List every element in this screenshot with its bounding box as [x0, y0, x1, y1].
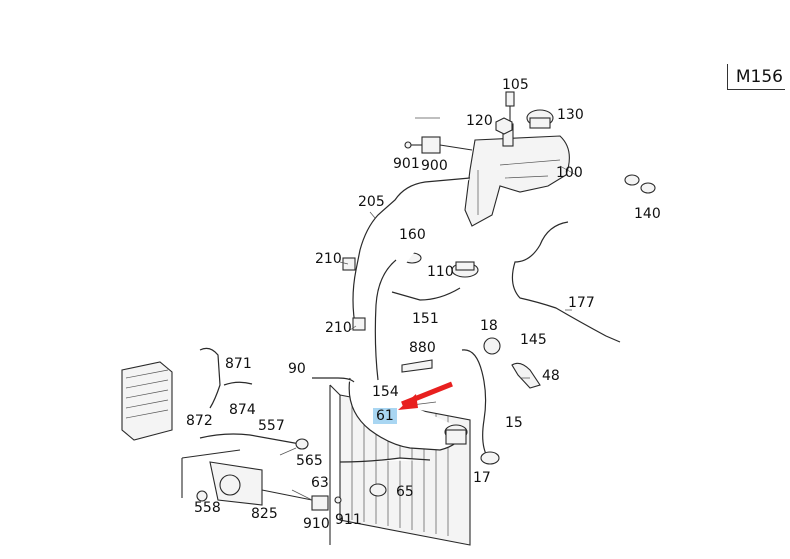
- part-label-65[interactable]: 65: [396, 484, 414, 500]
- part-label-874[interactable]: 874: [229, 402, 256, 418]
- oil-cooler[interactable]: [121, 361, 173, 441]
- tank-mount-110[interactable]: [451, 261, 479, 278]
- part-label-120[interactable]: 120: [466, 113, 493, 129]
- part-label-100[interactable]: 100: [556, 165, 583, 181]
- part-label-63[interactable]: 63: [311, 475, 329, 491]
- part-label-151[interactable]: 151: [412, 311, 439, 327]
- part-label-145[interactable]: 145: [520, 332, 547, 348]
- pump-825[interactable]: [181, 449, 263, 506]
- part-label-48[interactable]: 48: [542, 368, 560, 384]
- hose-151[interactable]: [374, 259, 461, 381]
- part-label-61-highlighted[interactable]: 61: [373, 408, 397, 424]
- part-label-910[interactable]: 910: [303, 516, 330, 532]
- part-label-911[interactable]: 911: [335, 512, 362, 528]
- grommet-558[interactable]: [196, 490, 208, 502]
- bracket-145[interactable]: [511, 362, 541, 389]
- part-label-901[interactable]: 901: [393, 156, 420, 172]
- clip-210-upper[interactable]: [342, 257, 356, 271]
- part-label-205[interactable]: 205: [358, 194, 385, 210]
- part-label-110[interactable]: 110: [427, 264, 454, 280]
- part-label-825[interactable]: 825: [251, 506, 278, 522]
- part-label-900[interactable]: 900: [421, 158, 448, 174]
- clip-880[interactable]: [401, 359, 433, 373]
- thermostat-154[interactable]: [444, 424, 468, 445]
- part-label-871[interactable]: 871: [225, 356, 252, 372]
- pipe-871[interactable]: [199, 347, 221, 409]
- pipe-557[interactable]: [199, 433, 301, 445]
- part-label-140[interactable]: 140: [634, 206, 661, 222]
- tank-cap[interactable]: [526, 109, 554, 129]
- clamp-17[interactable]: [480, 451, 500, 465]
- part-label-154[interactable]: 154: [372, 384, 399, 400]
- part-label-90[interactable]: 90: [288, 361, 306, 377]
- leader-lines: [279, 117, 579, 501]
- nut-120[interactable]: [495, 117, 513, 135]
- clip-105[interactable]: [505, 91, 515, 107]
- hose-63[interactable]: [339, 457, 431, 463]
- part-label-210-lower[interactable]: 210: [325, 320, 352, 336]
- hose-15[interactable]: [461, 349, 489, 459]
- clip-210-lower[interactable]: [352, 317, 366, 331]
- part-label-177[interactable]: 177: [568, 295, 595, 311]
- model-badge: M156: [727, 64, 785, 90]
- part-label-105[interactable]: 105: [502, 77, 529, 93]
- part-label-160[interactable]: 160: [399, 227, 426, 243]
- part-label-557[interactable]: 557: [258, 418, 285, 434]
- clamp-65[interactable]: [369, 483, 387, 497]
- clamp-140[interactable]: [624, 174, 656, 194]
- clamp-565[interactable]: [295, 438, 309, 450]
- part-label-872[interactable]: 872: [186, 413, 213, 429]
- part-label-15[interactable]: 15: [505, 415, 523, 431]
- pipe-874[interactable]: [223, 381, 253, 386]
- part-label-558[interactable]: 558: [194, 500, 221, 516]
- ring-18[interactable]: [483, 337, 501, 355]
- part-label-17[interactable]: 17: [473, 470, 491, 486]
- part-label-880[interactable]: 880: [409, 340, 436, 356]
- part-label-18[interactable]: 18: [480, 318, 498, 334]
- sensor-900[interactable]: [404, 136, 473, 154]
- part-label-130[interactable]: 130: [557, 107, 584, 123]
- part-label-210-upper[interactable]: 210: [315, 251, 342, 267]
- hose-177[interactable]: [511, 221, 621, 343]
- expansion-tank[interactable]: [464, 98, 570, 227]
- red-arrow: [398, 381, 453, 410]
- part-label-565[interactable]: 565: [296, 453, 323, 469]
- pipe-90[interactable]: [312, 377, 355, 383]
- sensor-910[interactable]: [261, 489, 342, 511]
